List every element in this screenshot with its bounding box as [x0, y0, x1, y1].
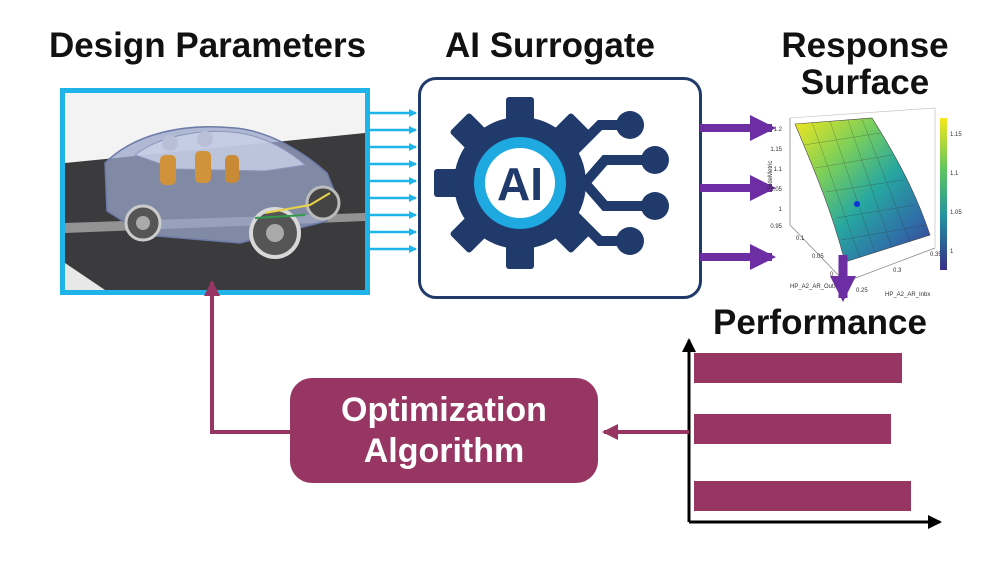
performance-bar — [694, 353, 902, 383]
colorbar-tick: 1.05 — [950, 210, 962, 216]
performance-title: Performance — [713, 303, 927, 342]
x2-tick-label: 0.3 — [893, 268, 902, 274]
response-surface-title: Response Surface — [745, 26, 985, 102]
car-model-image — [60, 88, 370, 295]
performance-bar — [694, 481, 911, 511]
performance-bars — [694, 353, 911, 511]
y-tick-label: 1.05 — [770, 187, 782, 193]
surrogate-output-arrows — [700, 115, 776, 270]
colorbar-tick: 1.1 — [950, 171, 959, 177]
car-illustration — [65, 126, 365, 290]
response-surface-plot: 1.2 1.15 1.1 1.05 1 0.95 RideMetric 0.1 … — [768, 107, 962, 298]
ai-icon-text: AI — [497, 158, 543, 210]
response-title-line2: Surface — [800, 62, 930, 102]
feedback-loop — [204, 280, 689, 440]
y-tick-label: 0.95 — [770, 224, 782, 230]
design-parameters-title: Design Parameters — [48, 26, 367, 65]
x2-tick-label: 0.25 — [856, 288, 868, 294]
colorbar-tick: 1.15 — [950, 132, 962, 138]
ai-surrogate-title: AI Surrogate — [444, 26, 656, 65]
y-tick-label: 1.1 — [774, 167, 783, 173]
x1-tick-label: 0.1 — [796, 236, 805, 242]
colorbar-tick: 1 — [950, 249, 954, 255]
x1-tick-label: 0.05 — [812, 254, 824, 260]
x2-tick-label: 0.35 — [930, 252, 942, 258]
x1-axis-label: HP_A2_AR_Outx — [790, 284, 837, 290]
optimizer-to-design-arrow — [204, 280, 290, 434]
y-axis-label: RideMetric — [768, 161, 774, 190]
performance-bar — [694, 414, 891, 444]
y-tick-label: 1.2 — [774, 127, 783, 133]
optimization-algorithm-box: Optimization Algorithm — [290, 378, 598, 483]
parameter-arrows — [368, 109, 417, 253]
y-tick-label: 1.15 — [770, 147, 782, 153]
response-title-line1: Response — [781, 26, 949, 65]
colorbar — [940, 118, 947, 270]
x2-axis-label: HP_A2_AR_Inbx — [885, 292, 930, 298]
y-tick-label: 1 — [779, 207, 783, 213]
optimization-label-line2: Algorithm — [363, 431, 525, 470]
x1-tick-label: 0 — [830, 272, 834, 278]
optimization-label-line1: Optimization — [341, 391, 547, 430]
ai-gear-icon — [434, 97, 669, 269]
